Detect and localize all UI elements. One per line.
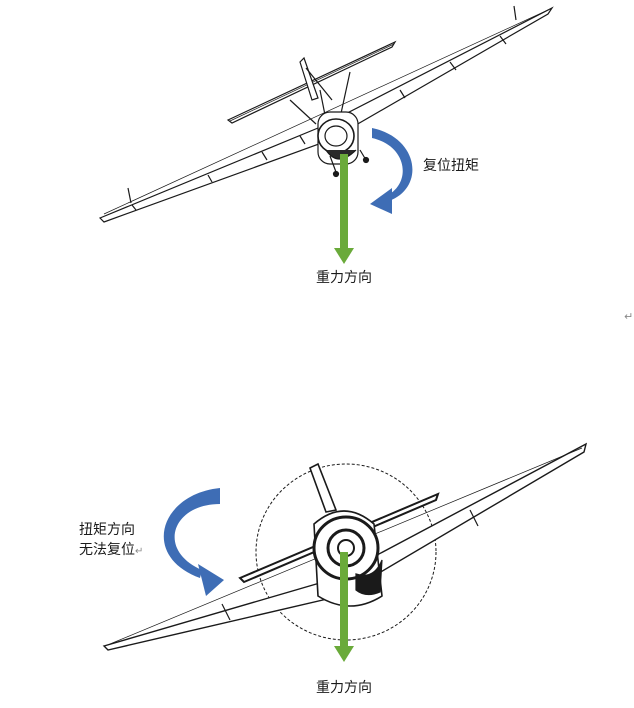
top-restoring-torque-arrow [370,128,413,214]
top-gravity-label: 重力方向 [316,270,372,286]
bottom-torque-label-line2: 无法复位↵ [79,540,143,562]
bottom-gravity-label: 重力方向 [316,680,372,696]
top-gravity-arrow [334,154,354,264]
bottom-torque-label-line1: 扭矩方向 [79,522,135,538]
bottom-gravity-arrow [334,552,354,662]
bottom-torque-label: 扭矩方向 无法复位↵ [79,520,143,562]
paragraph-mark: ↵ [624,310,634,323]
top-biplane-drawing [98,5,554,223]
top-restoring-torque-label: 复位扭矩 [423,158,479,174]
paragraph-mark-inline: ↵ [135,546,144,557]
bottom-torque-label-line2-text: 无法复位 [79,542,135,558]
bottom-torque-arrow [163,488,224,596]
